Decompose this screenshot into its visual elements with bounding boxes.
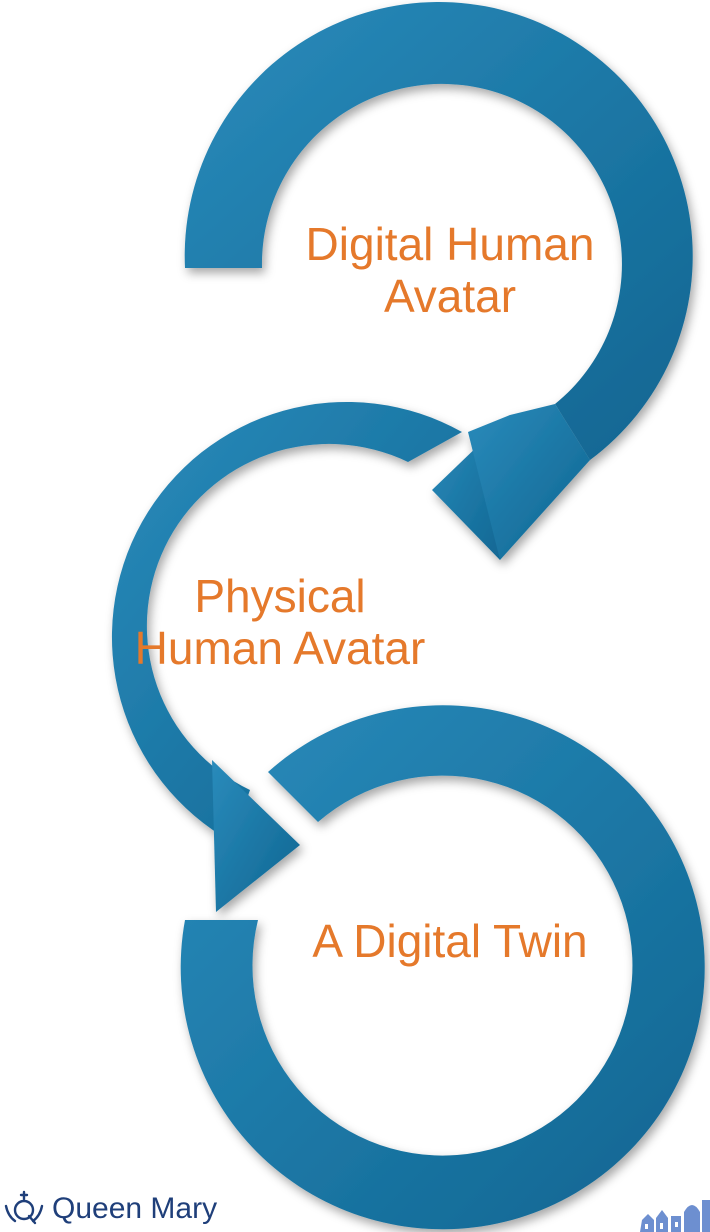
stage-label-digital-twin: A Digital Twin	[272, 913, 628, 969]
logo-text: Queen Mary	[52, 1192, 218, 1225]
stage-label-line: A Digital Twin	[312, 915, 588, 967]
stage-label-line: Human Avatar	[134, 622, 426, 674]
university-logo: Queen Mary	[2, 1190, 217, 1228]
cycle-arrow-2	[111, 401, 462, 912]
stage-label-physical-human-avatar: Physical Human Avatar	[100, 570, 460, 674]
stage-label-line: Digital Human	[305, 218, 595, 270]
crown-q-icon	[4, 1190, 44, 1225]
stage-label-line: Avatar	[383, 270, 517, 322]
stage-label-digital-human-avatar: Digital Human Avatar	[270, 218, 630, 322]
stage-label-line: Physical	[194, 570, 366, 622]
skyline-icon	[640, 1200, 710, 1232]
cycle-arrow-1	[184, 1, 693, 560]
